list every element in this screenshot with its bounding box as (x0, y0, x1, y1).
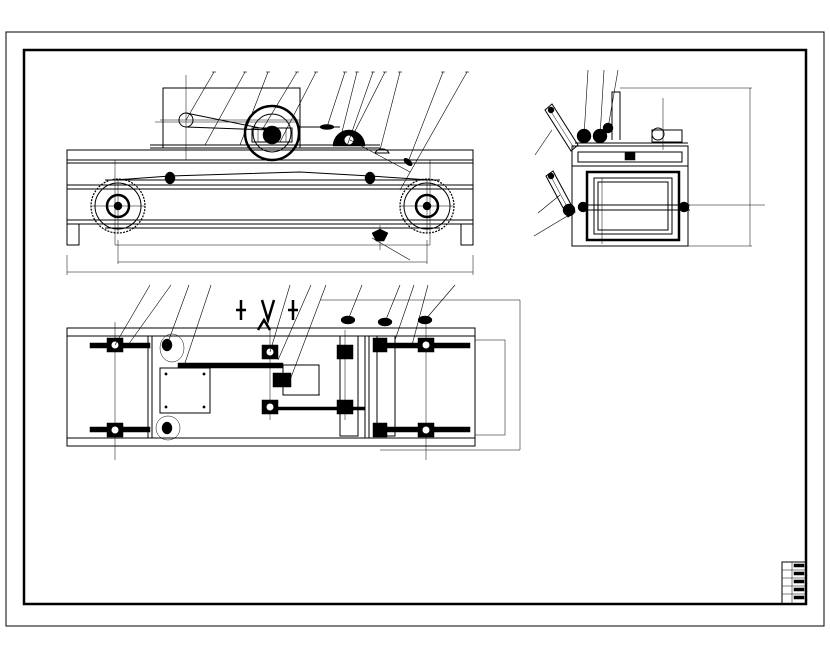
front-view-dimensions (66, 240, 474, 275)
tension-sprocket (298, 124, 413, 166)
plan-guard-outline (300, 299, 521, 451)
side-drive-unit (575, 91, 688, 144)
main-frame (66, 149, 474, 246)
motor-pulley (243, 104, 301, 162)
title-block (781, 561, 807, 605)
idler-rollers (164, 171, 389, 250)
plan-shafts (89, 322, 471, 460)
side-inclined-arms (544, 103, 579, 218)
side-elevation-view (533, 69, 765, 247)
front-view-leaders (185, 71, 469, 261)
plan-view-leaders (114, 284, 456, 381)
side-frame (571, 145, 690, 247)
right-drum-sprocket (399, 178, 455, 234)
side-view-leaders (533, 69, 619, 237)
plan-bearings (106, 337, 435, 438)
drive-housing (150, 75, 380, 160)
left-drum-sprocket (90, 178, 146, 234)
plan-view (66, 284, 521, 460)
side-view-dimensions (601, 87, 765, 247)
sheet-border (5, 31, 825, 627)
front-elevation-view (66, 71, 474, 275)
